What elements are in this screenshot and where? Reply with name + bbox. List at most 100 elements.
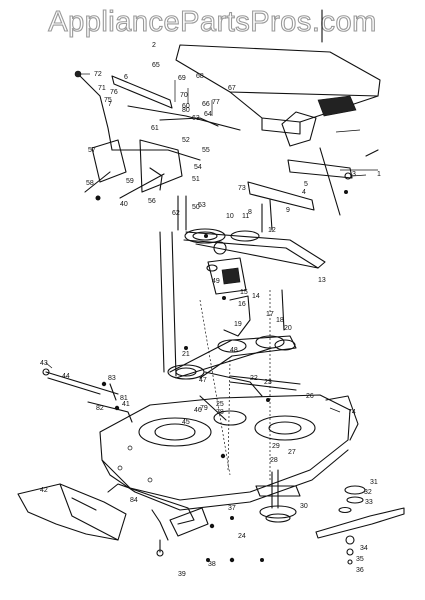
leader-lines [45,73,367,413]
part-number-21: 21 [182,351,190,358]
part-number-50: 50 [192,204,200,211]
part-number-45: 45 [182,419,190,426]
part-number-52: 52 [182,137,190,144]
part-number-77: 77 [212,99,220,106]
part-number-43: 43 [40,360,48,367]
part-number-3: 3 [352,171,356,178]
part-number-25: 25 [216,401,224,408]
part-number-20: 20 [284,325,292,332]
part-number-67: 67 [228,85,236,92]
part-number-26: 26 [306,393,314,400]
part-number-80: 80 [182,107,190,114]
part-number-71: 71 [98,85,106,92]
part-number-14: 14 [252,293,260,300]
part-number-29: 29 [272,443,280,450]
part-number-24: 24 [238,533,246,540]
part-number-27: 27 [288,449,296,456]
hanger-rods [159,195,271,480]
mower-deck [99,371,359,511]
part-number-41: 41 [122,401,130,408]
part-number-70: 70 [180,92,188,99]
part-number-61: 61 [151,125,159,132]
part-number-60: 60 [182,103,190,110]
part-number-19: 19 [234,321,242,328]
part-number-9: 9 [286,207,290,214]
lift-linkage [247,147,379,233]
deck-belt [167,335,297,380]
part-number-31: 31 [370,479,378,486]
part-number-69: 69 [178,75,186,82]
part-number-54: 54 [194,164,202,171]
part-number-49: 49 [212,278,220,285]
part-number-30: 30 [300,503,308,510]
part-number-66: 66 [202,101,210,108]
part-number-57: 57 [88,147,96,154]
part-number-58: 58 [86,180,94,187]
deck-wheel-bracket [151,507,209,557]
part-number-56: 56 [148,198,156,205]
part-number-72: 72 [94,71,102,78]
part-number-39: 39 [178,571,186,578]
part-number-38: 38 [208,561,216,568]
part-number-84: 84 [130,497,138,504]
part-number-76: 76 [110,89,118,96]
part-number-5: 5 [304,181,308,188]
part-number-51: 51 [192,176,200,183]
part-number-46: 46 [194,407,202,414]
part-number-7: 7 [108,101,112,108]
part-number-73: 73 [238,185,246,192]
part-number-75: 75 [104,97,112,104]
part-number-33: 33 [365,499,373,506]
part-number-35: 35 [356,556,364,563]
idler-bracket [206,257,285,337]
part-number-1: 1 [377,171,381,178]
part-number-15: 15 [240,289,248,296]
part-number-22: 22 [250,375,258,382]
part-number-28: 28 [270,457,278,464]
part-number-68: 68 [196,73,204,80]
part-number-11: 11 [242,213,249,220]
part-number-82: 82 [96,405,104,412]
part-number-16: 16 [238,301,246,308]
part-number-40: 40 [120,201,128,208]
part-number-83: 83 [108,375,116,382]
part-number-36: 36 [356,567,364,574]
part-number-34: 34 [360,545,368,552]
part-number-62: 62 [172,210,180,217]
part-number-42: 42 [40,487,48,494]
part-number-12: 12 [268,227,276,234]
part-number-10: 10 [226,213,234,220]
part-number-79: 79 [200,405,208,412]
part-number-44: 44 [62,373,70,380]
part-number-59: 59 [126,178,134,185]
part-number-32: 32 [364,489,372,496]
part-number-17: 17 [266,311,274,318]
deck-link-rods [42,368,301,423]
lift-lever-assembly [74,70,241,199]
part-number-23: 23 [264,379,272,386]
discharge-chute [17,483,195,541]
part-number-64: 64 [204,111,212,118]
part-number-81: 81 [120,395,128,402]
part-number-63: 63 [192,115,200,122]
part-number-6: 6 [124,74,128,81]
part-number-8: 8 [248,209,252,216]
part-number-47: 47 [199,377,207,384]
blade-spindle [255,469,405,565]
part-number-37: 37 [228,505,236,512]
part-number-13: 13 [318,277,326,284]
part-number-55: 55 [202,147,210,154]
part-number-74: 74 [348,409,356,416]
tractor-frame [175,9,381,147]
hardware-fasteners [95,190,348,563]
part-number-4: 4 [302,189,306,196]
part-number-53: 53 [198,202,206,209]
part-number-48: 48 [230,347,238,354]
part-number-18: 18 [276,317,284,324]
part-number-78: 78 [216,409,224,416]
upper-drive-belt [183,228,326,269]
part-number-2: 2 [152,42,156,49]
part-number-65: 65 [152,62,160,69]
